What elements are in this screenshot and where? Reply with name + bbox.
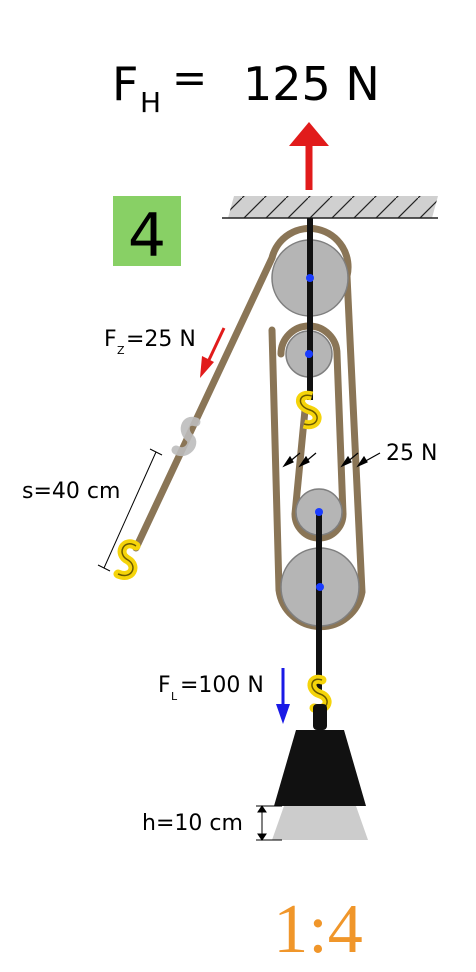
load-force-arrow (276, 668, 290, 724)
lift-height-label: h=10 cm (142, 811, 243, 836)
axle-bottom-small (315, 508, 323, 516)
load-force-value: =100 N (180, 673, 264, 698)
ceiling (222, 196, 438, 219)
axle-top-large (306, 274, 314, 282)
header-equals: = (172, 53, 207, 102)
inner-rope (277, 322, 347, 542)
ghost-hook-icon (171, 416, 201, 456)
pull-force-symbol: F (104, 327, 117, 352)
axle-bottom-large (316, 583, 324, 591)
rope-tension-label: 25 N (386, 441, 437, 466)
pull-force-arrow (200, 327, 226, 378)
pull-force-subscript: Z (117, 344, 125, 357)
upper-hook-icon (296, 390, 322, 430)
weight (274, 704, 366, 806)
pull-distance-dimension (97, 448, 163, 572)
pull-distance-label: s=40 cm (22, 479, 120, 504)
tension-arrows (282, 452, 381, 468)
header-force-value: 125 N (243, 57, 380, 111)
ratio-label: 1:4 (273, 891, 362, 968)
load-force-subscript: L (171, 690, 178, 703)
badge: 4 (113, 196, 181, 271)
badge-number: 4 (128, 201, 166, 271)
lift-height-dimension (256, 805, 282, 841)
load-force-symbol: F (158, 673, 171, 698)
header-force-symbol: F (112, 57, 138, 111)
axle-top-small (305, 350, 313, 358)
header-force-subscript: H (140, 86, 161, 119)
ghost-weight (272, 806, 368, 840)
pull-force-value: =25 N (126, 327, 196, 352)
upward-force-arrow (289, 122, 329, 190)
pull-end-hook-icon (113, 539, 141, 580)
